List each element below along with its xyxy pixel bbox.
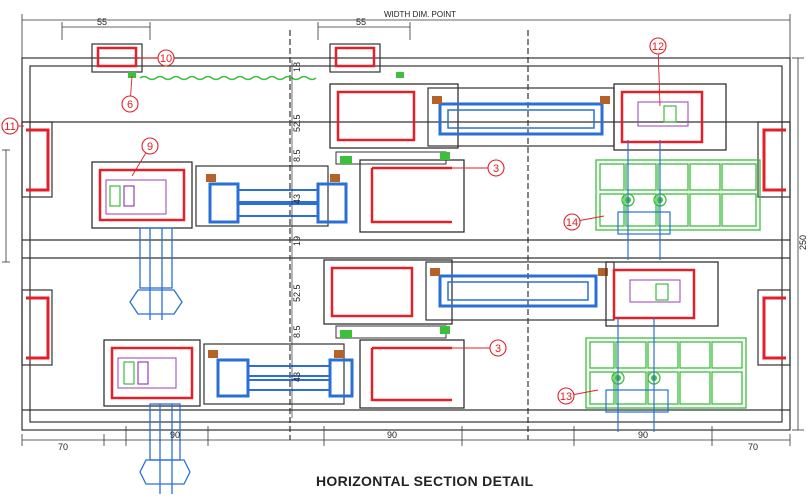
dim-v3: 8.5 [292, 149, 302, 162]
dim-v5: 19 [292, 236, 302, 246]
handle-shafts [129, 227, 191, 494]
dim-v2: 52.5 [292, 114, 302, 132]
dim-bottom-left: 70 [58, 442, 68, 452]
dim-right: 250 [798, 235, 808, 250]
callout-number: 12 [652, 41, 664, 53]
left-jamb [21, 121, 53, 366]
dim-v1: 18 [292, 62, 302, 72]
dim-v8: 43 [292, 372, 302, 382]
callout-circle [1, 117, 19, 135]
bottom-dimensions [21, 426, 791, 446]
callout-circle [157, 49, 175, 67]
callout-circle [121, 95, 139, 113]
callout-number: 10 [160, 53, 172, 65]
dim-top-mid: 55 [356, 17, 366, 27]
top-track-profile [91, 43, 404, 81]
callout-number: 9 [147, 141, 153, 153]
dim-bottom-right: 70 [748, 442, 758, 452]
left-dimension [2, 149, 10, 263]
callout-number: 6 [127, 99, 133, 111]
callout-number: 3 [493, 163, 499, 175]
callout-circle [141, 137, 159, 155]
top-dimensions [21, 14, 791, 60]
callout-circle [489, 339, 507, 357]
dim-bottom-mid: 90 [387, 430, 397, 440]
callout-circle [557, 387, 575, 405]
dim-top-left: 55 [97, 17, 107, 27]
callout-number: 3 [495, 343, 501, 355]
width-dim-point-label: WIDTH DIM. POINT [384, 10, 456, 19]
dim-bottom-left-inner: 90 [170, 430, 180, 440]
upper-sash-assembly [91, 83, 761, 260]
dim-v4: 43 [292, 194, 302, 204]
right-dimension [792, 57, 804, 431]
callout-leader [657, 45, 661, 107]
callout-number: 14 [566, 217, 578, 229]
dim-bottom-right-inner: 90 [638, 430, 648, 440]
callout-circle [487, 159, 505, 177]
callout-number: 11 [4, 121, 15, 133]
callout-circle [649, 37, 667, 55]
dim-v6: 52.5 [292, 284, 302, 302]
callouts: 10 6 11 9 12 3 14 3 13 [1, 37, 667, 405]
callout-number: 13 [560, 391, 572, 403]
lower-sash-assembly [103, 259, 747, 432]
right-jamb [757, 121, 791, 366]
dim-v7: 8.5 [292, 325, 302, 338]
callout-circle [563, 213, 581, 231]
caption-title: HORIZONTAL SECTION DETAIL [316, 473, 534, 489]
